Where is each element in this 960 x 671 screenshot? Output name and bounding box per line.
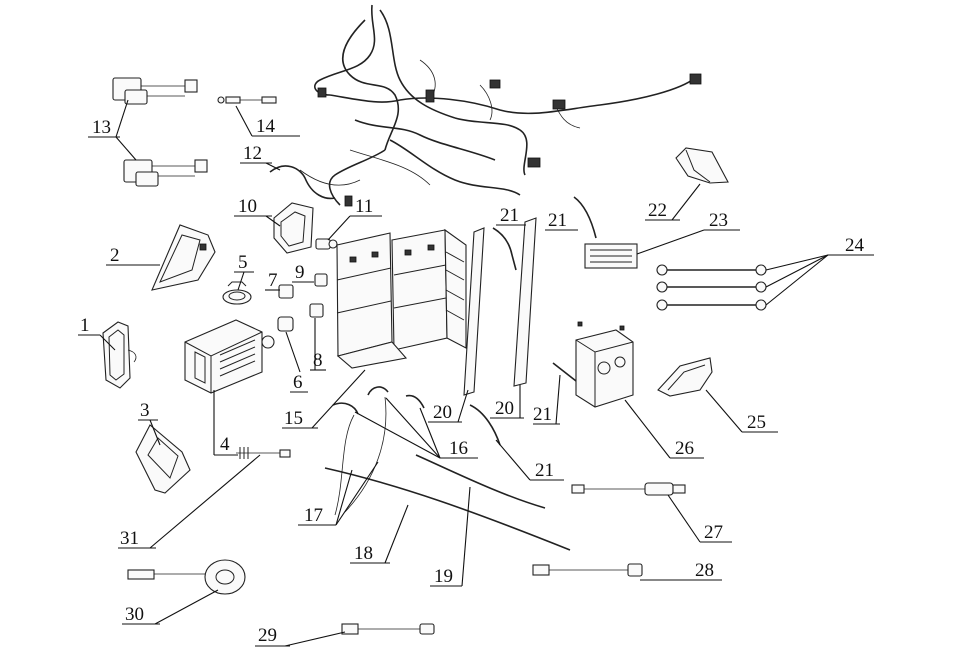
callout-23: 23 xyxy=(709,210,728,231)
callout-20-right: 20 xyxy=(495,398,514,419)
connector-11 xyxy=(315,238,338,250)
part-7 xyxy=(278,284,294,299)
callout-13: 13 xyxy=(92,117,111,138)
callout-31: 31 xyxy=(120,528,139,549)
cable-12 xyxy=(269,165,336,200)
bracket-20-left xyxy=(463,227,485,396)
callout-29: 29 xyxy=(258,625,277,646)
callout-20-left: 20 xyxy=(433,402,452,423)
clip-16 xyxy=(332,386,425,415)
callout-10: 10 xyxy=(238,196,257,217)
battery-pack-15 xyxy=(336,228,467,369)
callout-8: 8 xyxy=(313,350,323,371)
module-13 xyxy=(112,77,208,187)
callout-21-top-middle: 21 xyxy=(500,205,519,226)
cover-3 xyxy=(135,424,191,494)
bracket-20-right xyxy=(513,217,537,387)
rod-21-b xyxy=(573,196,597,239)
cable-29 xyxy=(341,623,435,635)
callout-5: 5 xyxy=(238,252,248,273)
callout-7: 7 xyxy=(268,270,278,291)
sensor-cable-14 xyxy=(217,96,277,104)
lamp-22 xyxy=(675,147,729,184)
callout-28: 28 xyxy=(695,560,714,581)
callout-26: 26 xyxy=(675,438,694,459)
callout-24: 24 xyxy=(845,235,865,256)
callout-17: 17 xyxy=(304,505,323,526)
callout-21-top-right: 21 xyxy=(548,210,567,231)
controller-26 xyxy=(575,321,634,408)
cover-2 xyxy=(151,224,216,291)
wiring-harness xyxy=(299,4,702,207)
taillight-25 xyxy=(657,357,713,397)
part-6 xyxy=(277,316,294,332)
part-5 xyxy=(222,281,252,305)
rod-21-d xyxy=(469,404,501,446)
callout-6: 6 xyxy=(293,372,303,393)
coil-30 xyxy=(127,559,246,595)
callout-27: 27 xyxy=(704,522,723,543)
rod-19 xyxy=(415,454,546,509)
callout-15: 15 xyxy=(284,408,303,429)
callout-9: 9 xyxy=(295,262,305,283)
callout-11: 11 xyxy=(355,196,373,217)
callout-3: 3 xyxy=(140,400,150,421)
callout-19: 19 xyxy=(434,566,453,587)
callout-22: 22 xyxy=(648,200,667,221)
callout-16: 16 xyxy=(449,438,468,459)
charger-4 xyxy=(184,319,275,394)
rod-21-a xyxy=(492,227,517,271)
callout-21-middle-right: 21 xyxy=(533,404,552,425)
cable-28 xyxy=(532,563,643,577)
callout-12: 12 xyxy=(243,143,262,164)
cables-24 xyxy=(656,264,767,311)
panel-10 xyxy=(273,202,314,254)
callout-2: 2 xyxy=(110,245,120,266)
callout-1: 1 xyxy=(80,315,90,336)
callouts: 1 2 3 4 5 6 7 8 9 10 xyxy=(78,99,874,647)
callout-18: 18 xyxy=(354,543,373,564)
cable-27 xyxy=(571,482,686,496)
part-9 xyxy=(314,273,328,287)
headlight-1 xyxy=(102,321,137,389)
part-8 xyxy=(309,303,324,318)
callout-25: 25 xyxy=(747,412,766,433)
callout-4: 4 xyxy=(220,434,230,455)
callout-21-bottom: 21 xyxy=(535,460,554,481)
rod-18 xyxy=(324,467,571,551)
callout-30: 30 xyxy=(125,604,144,625)
controller-23 xyxy=(584,243,638,269)
tube-17 xyxy=(334,396,387,516)
cable-31 xyxy=(236,447,291,459)
callout-14: 14 xyxy=(256,116,276,137)
